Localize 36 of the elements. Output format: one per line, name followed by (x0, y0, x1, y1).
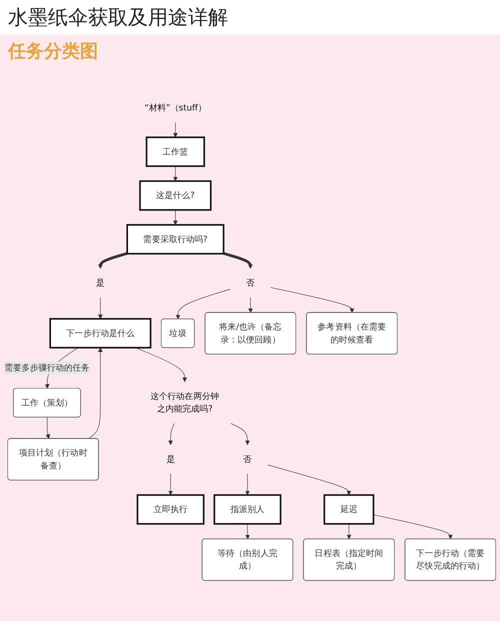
node-box: 工作篮 (146, 136, 206, 167)
node-text: 否 (246, 278, 255, 288)
arrow (245, 473, 250, 496)
arrow (98, 252, 128, 269)
arrow (223, 252, 253, 269)
arrow (270, 287, 354, 313)
node-text: 是 (166, 454, 175, 464)
arrow (176, 288, 230, 320)
edge-label: 需要多步骤行动的任务 (4, 362, 90, 373)
page-title: 水墨纸伞获取及用途详解 (0, 0, 500, 35)
arrow (346, 524, 352, 540)
arrow (267, 464, 352, 496)
node-box: 需要采取行动吗? (126, 224, 224, 255)
arrow (173, 210, 178, 226)
node-box: 指派别人 (214, 494, 282, 525)
arrow (88, 347, 103, 439)
node-text: “材料”（stuff） (144, 102, 206, 113)
sticker-label: 任务分类图 (8, 40, 98, 63)
arrow (168, 473, 173, 496)
node-box: 延迟 (324, 494, 374, 525)
arrow (173, 166, 178, 182)
node-text: 这个行动在两分钟之内能完成吗? (150, 390, 219, 414)
node-text: 否 (243, 454, 252, 464)
arrow (230, 423, 250, 446)
node-text: 是 (96, 278, 105, 288)
arrow (135, 347, 188, 382)
arrow (173, 122, 178, 138)
arrow (98, 297, 103, 320)
arrow (46, 417, 50, 439)
arrow (373, 514, 453, 540)
arrow (245, 524, 250, 540)
arrow (168, 423, 175, 446)
arrow (248, 297, 253, 313)
node-box: 这是什么? (139, 180, 212, 211)
node-box: 下一步行动是什么 (49, 318, 152, 348)
node-box: 立即执行 (136, 494, 204, 525)
